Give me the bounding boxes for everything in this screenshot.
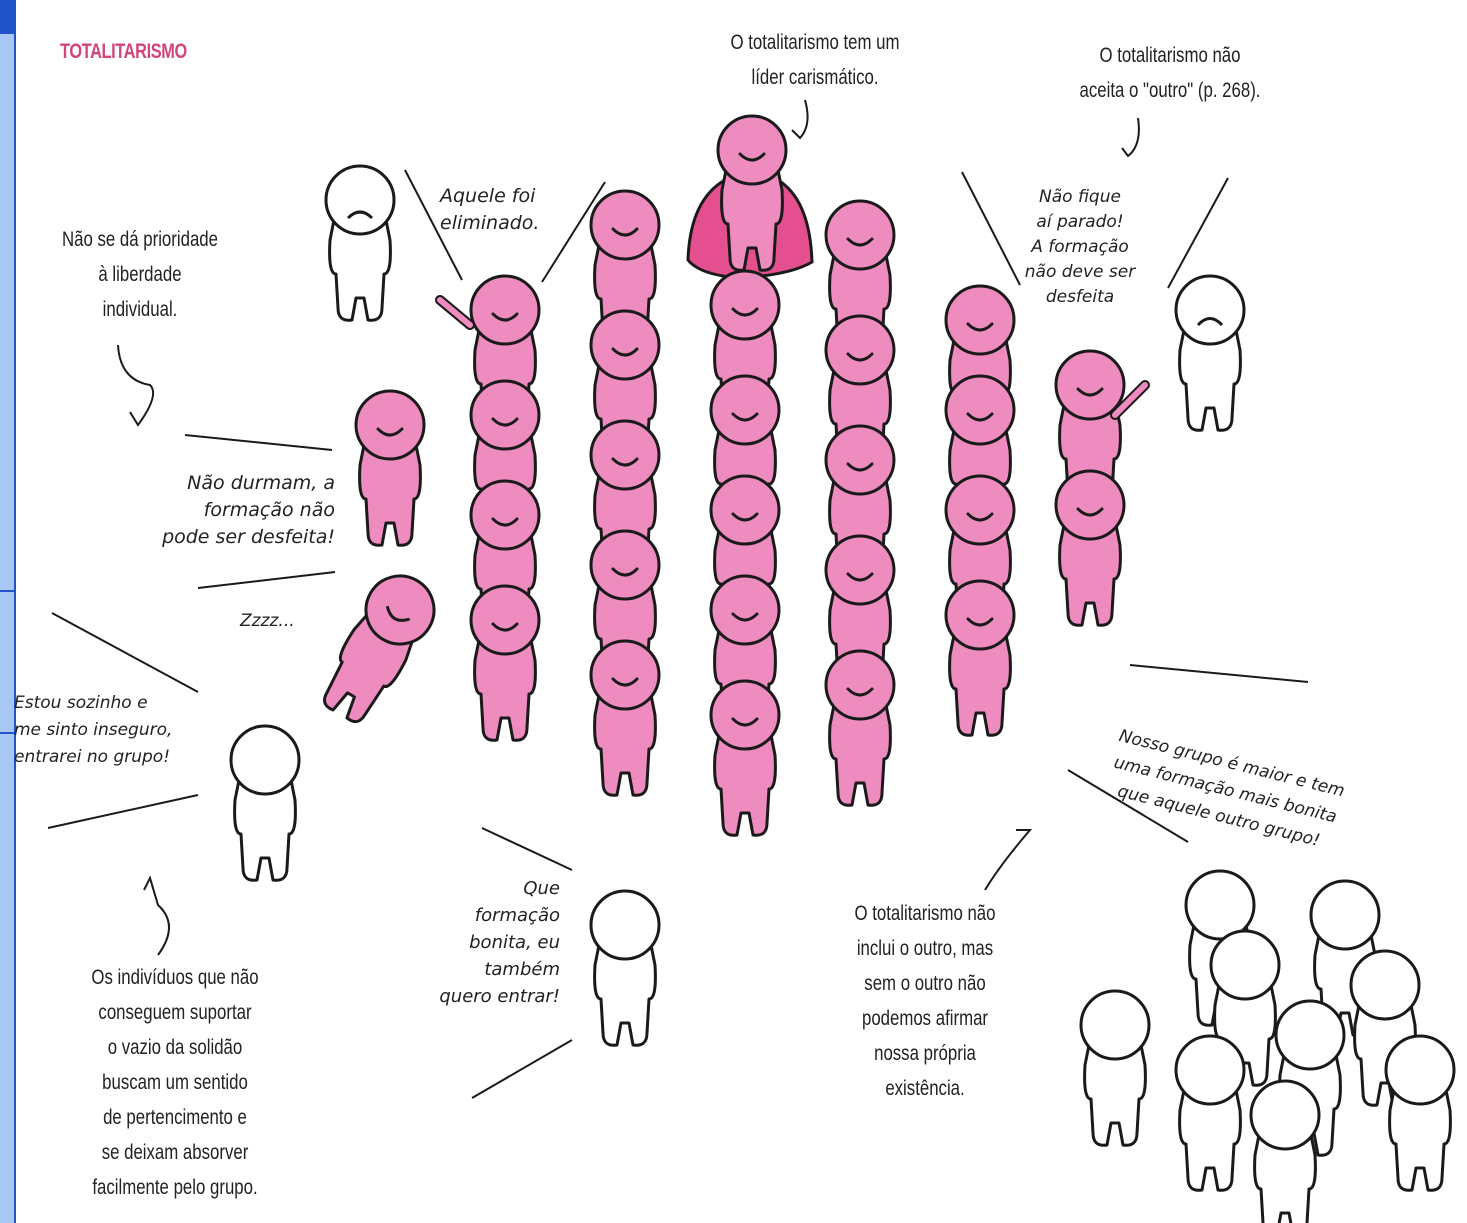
speech-beautiful-text: Que formação bonita, eu também quero ent… (439, 878, 560, 1007)
caption-leader-text: O totalitarismo tem um líder carismático… (730, 31, 900, 89)
caption-liberty-text: Não se dá prioridade à liberdade individ… (62, 228, 218, 321)
speech-dont-sleep-text: Não durmam, a formação não pode ser desf… (162, 472, 335, 548)
speech-alone-text: Estou sozinho e me sinto inseguro, entra… (14, 693, 173, 767)
sidebar-top-block (0, 0, 14, 34)
speech-eliminated: Aquele foi eliminado. (440, 183, 539, 237)
speech-snore-text: Zzzz... (240, 611, 295, 631)
page-title: TOTALITARISMO (60, 40, 187, 63)
caption-include: O totalitarismo não inclui o outro, mas … (845, 896, 1005, 1106)
speech-dont-stop: Não fique aí parado! A formação não deve… (1010, 185, 1150, 310)
caption-other: O totalitarismo não aceita o "outro" (p.… (1066, 38, 1274, 108)
speech-snore: Zzzz... (240, 608, 295, 635)
caption-leader: O totalitarismo tem um líder carismático… (715, 25, 915, 95)
speech-dont-sleep: Não durmam, a formação não pode ser desf… (120, 470, 335, 551)
pink-formation (308, 114, 1150, 837)
caption-liberty: Não se dá prioridade à liberdade individ… (60, 222, 220, 327)
caption-individuals: Os indivíduos que não conseguem suportar… (79, 960, 271, 1205)
speech-eliminated-text: Aquele foi eliminado. (440, 185, 540, 234)
left-sidebar-strip (0, 0, 16, 1223)
pointer-lines (47, 99, 1309, 1099)
caption-individuals-text: Os indivíduos que não conseguem suportar… (91, 966, 259, 1199)
white-figures (229, 164, 1456, 1223)
caption-other-text: O totalitarismo não aceita o "outro" (p.… (1079, 44, 1261, 102)
speech-beautiful: Que formação bonita, eu também quero ent… (405, 875, 560, 1010)
caption-include-text: O totalitarismo não inclui o outro, mas … (854, 902, 996, 1100)
sidebar-mid-block (0, 590, 14, 734)
speech-alone: Estou sozinho e me sinto inseguro, entra… (14, 690, 204, 771)
speech-dont-stop-text: Não fique aí parado! A formação não deve… (1024, 187, 1136, 307)
